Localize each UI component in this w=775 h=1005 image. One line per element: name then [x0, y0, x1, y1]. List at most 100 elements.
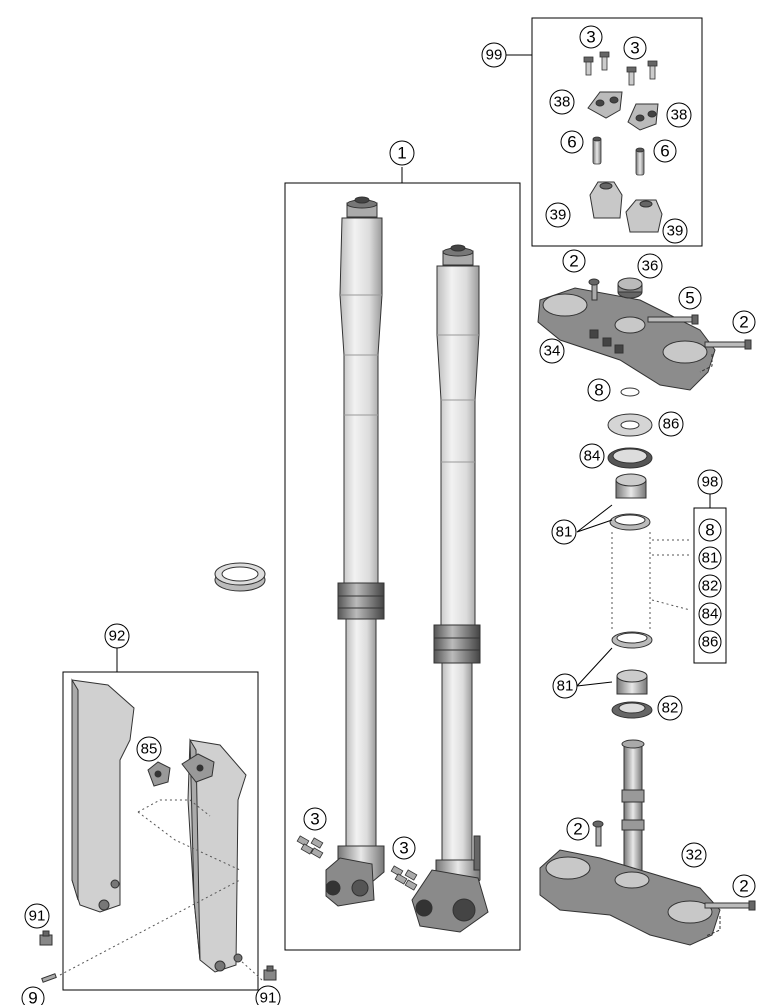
callout-81-lower: 81 — [552, 673, 578, 699]
callout-1: 1 — [389, 140, 415, 166]
callout-98-item-8: 8 — [698, 518, 722, 542]
callout-9: 9 — [21, 986, 45, 1005]
adjuster-nut-icon — [214, 562, 266, 592]
svg-text:5: 5 — [685, 289, 694, 308]
fork-assembly-group — [284, 167, 521, 951]
svg-text:3: 3 — [399, 839, 408, 858]
svg-text:82: 82 — [662, 700, 679, 717]
callout-2-lower-right: 2 — [732, 874, 756, 898]
fork-guard-right-icon — [187, 738, 247, 973]
svg-text:92: 92 — [109, 628, 126, 645]
svg-text:3: 3 — [586, 28, 595, 47]
svg-text:82: 82 — [702, 578, 719, 595]
fork-leg-right — [411, 244, 489, 933]
upper-triple-clamp-group — [537, 277, 752, 391]
svg-text:8: 8 — [705, 521, 714, 540]
svg-text:84: 84 — [702, 606, 719, 623]
svg-text:38: 38 — [554, 94, 571, 111]
callout-86: 86 — [658, 411, 684, 437]
callout-91-bottom: 91 — [255, 985, 281, 1005]
svg-text:1: 1 — [397, 144, 406, 163]
svg-text:9: 9 — [28, 989, 37, 1005]
callout-38-right: 38 — [666, 102, 692, 128]
svg-text:2: 2 — [569, 252, 578, 271]
svg-text:2: 2 — [739, 877, 748, 896]
callout-85: 85 — [136, 736, 162, 762]
axle-screws-icon — [296, 835, 418, 891]
callout-2-upper: 2 — [562, 249, 586, 273]
screw-icon — [583, 51, 658, 86]
callout-84: 84 — [579, 443, 605, 469]
svg-text:3: 3 — [310, 810, 319, 829]
callout-5: 5 — [678, 286, 702, 310]
callout-98-item-84: 84 — [698, 602, 722, 626]
bolt-91-icon — [39, 930, 277, 983]
svg-text:81: 81 — [702, 550, 719, 567]
svg-text:6: 6 — [567, 133, 576, 152]
clamp-icon — [587, 91, 659, 131]
mounting-dashes — [59, 799, 263, 981]
kit-99-group — [506, 17, 703, 247]
svg-text:81: 81 — [556, 524, 573, 541]
callout-2-lower-left: 2 — [566, 817, 590, 841]
callout-6-left: 6 — [560, 130, 584, 154]
svg-text:91: 91 — [260, 990, 277, 1005]
svg-text:2: 2 — [573, 820, 582, 839]
svg-text:8: 8 — [594, 381, 603, 400]
svg-text:34: 34 — [544, 343, 561, 360]
callout-6-right: 6 — [653, 139, 677, 163]
callout-36: 36 — [637, 253, 663, 279]
callout-82: 82 — [657, 695, 683, 721]
svg-text:36: 36 — [642, 258, 659, 275]
callout-92: 92 — [104, 623, 130, 649]
bearing-lower-icon — [611, 631, 653, 695]
bolt-icon — [592, 136, 645, 176]
oring-icon — [620, 387, 640, 397]
bearing-upper-icon — [609, 473, 651, 531]
callout-81-leaders — [576, 504, 613, 687]
callout-98-item-86: 86 — [698, 630, 722, 654]
svg-text:86: 86 — [702, 634, 719, 651]
steering-axis-dashes — [611, 532, 691, 630]
bar-mount-icon — [589, 181, 663, 233]
svg-text:81: 81 — [557, 678, 574, 695]
callout-3-axle-left: 3 — [303, 807, 327, 831]
seal-icon — [607, 447, 653, 469]
fork-leg-left — [325, 196, 385, 907]
callout-38-left: 38 — [549, 89, 575, 115]
callout-98: 98 — [697, 469, 723, 495]
callout-2-upper-right: 2 — [732, 310, 756, 334]
fork-guard-left-icon — [71, 678, 135, 913]
svg-text:99: 99 — [486, 47, 503, 64]
svg-text:86: 86 — [663, 416, 680, 433]
svg-text:6: 6 — [660, 142, 669, 161]
callout-98-item-81: 81 — [698, 546, 722, 570]
seal-82-icon — [611, 701, 653, 719]
callouts: 1 99 3 3 38 38 6 6 39 39 2 36 5 2 34 8 8… — [21, 25, 756, 1005]
kit-98-group — [693, 494, 727, 664]
callout-8: 8 — [587, 378, 611, 402]
callout-32: 32 — [681, 842, 707, 868]
svg-text:3: 3 — [630, 39, 639, 58]
callout-39-left: 39 — [545, 202, 571, 228]
callout-81-upper: 81 — [551, 519, 577, 545]
callout-3-kit-right: 3 — [623, 36, 647, 60]
svg-text:91: 91 — [29, 908, 46, 925]
svg-text:84: 84 — [584, 448, 601, 465]
callout-3-axle-right: 3 — [392, 836, 416, 860]
fork-guard-kit-group — [59, 648, 263, 991]
svg-text:2: 2 — [739, 313, 748, 332]
svg-text:38: 38 — [671, 107, 688, 124]
callout-99: 99 — [481, 42, 507, 68]
svg-text:85: 85 — [141, 741, 158, 758]
svg-text:39: 39 — [550, 207, 567, 224]
svg-text:98: 98 — [702, 474, 719, 491]
callout-39-right: 39 — [662, 218, 688, 244]
dust-ring-icon — [607, 413, 653, 437]
callout-3-kit-left: 3 — [579, 25, 603, 49]
svg-text:32: 32 — [686, 847, 703, 864]
callout-98-item-82: 82 — [698, 574, 722, 598]
callout-34: 34 — [539, 338, 565, 364]
callout-91-left: 91 — [24, 903, 50, 929]
